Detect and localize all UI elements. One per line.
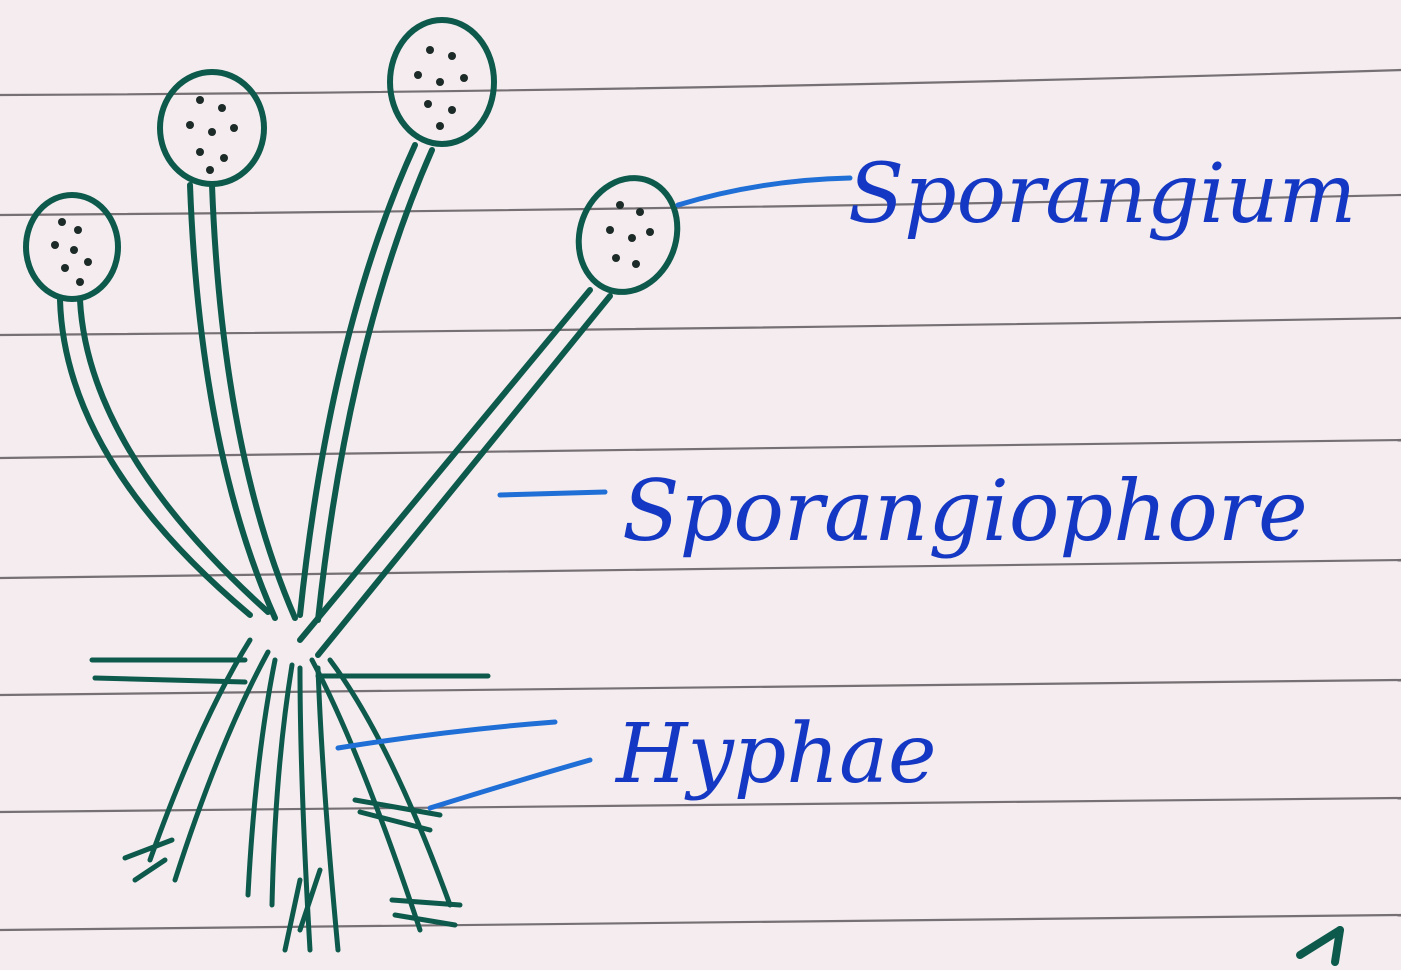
sporangiophore-stalks	[60, 145, 610, 655]
hyphae-rhizoids	[125, 640, 460, 950]
sporangium-head-4	[563, 164, 693, 306]
label-sporangiophore: Sporangiophore	[622, 462, 1308, 560]
leader-sporangium	[678, 178, 850, 205]
label-hyphae: Hyphae	[614, 707, 937, 802]
sporangium-head-1	[26, 195, 118, 299]
sporangia	[26, 20, 693, 306]
labels: Sporangium Sporangiophore Hyphae	[614, 147, 1356, 802]
next-diagram-partial	[1300, 930, 1340, 962]
leader-sporangiophore	[500, 492, 605, 495]
label-sporangium: Sporangium	[848, 147, 1356, 242]
leader-hyphae-2	[430, 760, 590, 808]
sporangium-head-2	[160, 72, 264, 184]
sporangium-head-3	[390, 20, 494, 144]
